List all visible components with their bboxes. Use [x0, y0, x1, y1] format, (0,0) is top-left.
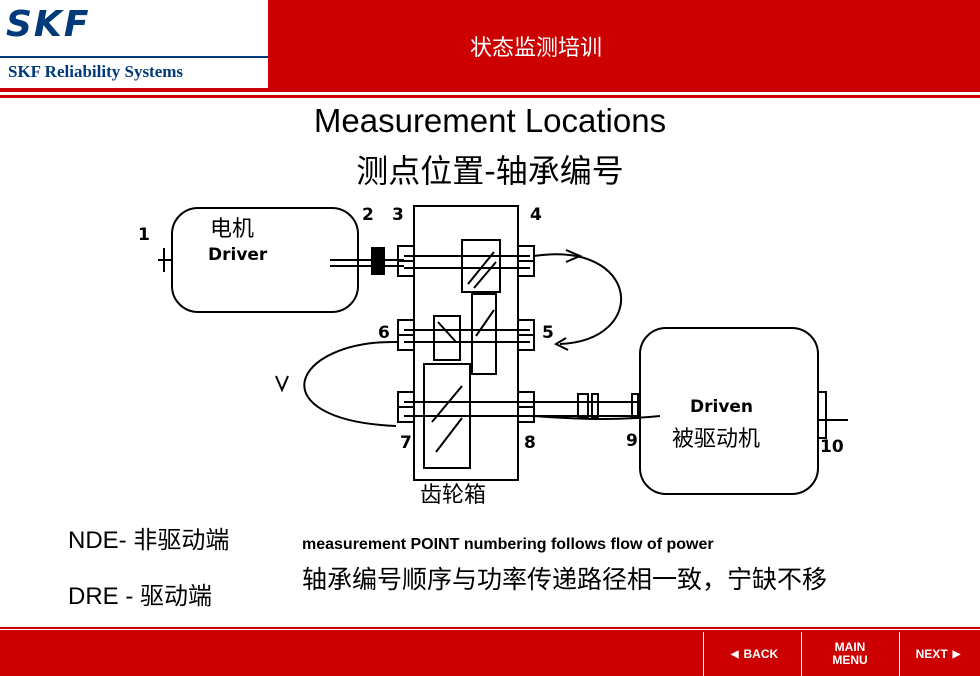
- driver-en-label: Driver: [208, 245, 268, 265]
- slide-title-cn: 测点位置-轴承编号: [356, 152, 624, 190]
- logo-subtitle: SKF Reliability Systems: [8, 62, 184, 81]
- next-button[interactable]: NEXT ▶: [899, 632, 980, 676]
- triangle-left-icon: ◀: [730, 648, 739, 660]
- point-8: 8: [524, 433, 536, 453]
- point-3: 3: [392, 205, 404, 225]
- header-divider: [0, 92, 980, 94]
- main-menu-label: MAIN MENU: [832, 641, 867, 667]
- dre-legend: DRE - 驱动端: [68, 583, 212, 610]
- point-10: 10: [820, 437, 844, 457]
- back-button[interactable]: ◀ BACK: [703, 632, 800, 676]
- point-4: 4: [530, 205, 542, 225]
- driver-cn-label: 电机: [210, 217, 254, 242]
- gearbox-cn-label: 齿轮箱: [420, 483, 486, 508]
- driven-cn-label: 被驱动机: [672, 427, 760, 452]
- logo-divider: [0, 56, 268, 58]
- main-menu-button[interactable]: MAIN MENU: [801, 632, 898, 676]
- main-menu-line1: MAIN: [834, 640, 866, 654]
- point-2: 2: [362, 205, 374, 225]
- machine-train-diagram: 电机 Driver Driven 被驱动机 齿轮箱 1 2 3 4 5 6 7 …: [138, 205, 848, 508]
- point-5: 5: [542, 323, 554, 343]
- note-cn: 轴承编号顺序与功率传递路径相一致，宁缺不移: [302, 565, 828, 594]
- footer-bar: [0, 630, 980, 676]
- skf-logo: SKF: [6, 4, 91, 45]
- nde-legend: NDE- 非驱动端: [68, 527, 230, 554]
- triangle-right-icon: ▶: [952, 648, 961, 660]
- slide-title-en: Measurement Locations: [313, 102, 667, 139]
- footer-divider: [0, 627, 980, 629]
- header-divider-red: [0, 95, 980, 98]
- header-title: 状态监测培训: [470, 36, 603, 61]
- main-menu-line2: MENU: [832, 653, 868, 667]
- driven-en-label: Driven: [690, 397, 753, 417]
- back-label: BACK: [743, 646, 779, 661]
- header-bar: SKF SKF Reliability Systems 状态监测培训: [0, 0, 980, 92]
- next-label: NEXT: [915, 646, 948, 661]
- point-1: 1: [138, 225, 150, 245]
- point-6: 6: [378, 323, 390, 343]
- note-en: measurement POINT numbering follows flow…: [302, 536, 714, 553]
- point-7: 7: [400, 433, 412, 453]
- logo-box: SKF SKF Reliability Systems: [0, 0, 268, 88]
- point-9: 9: [626, 431, 638, 451]
